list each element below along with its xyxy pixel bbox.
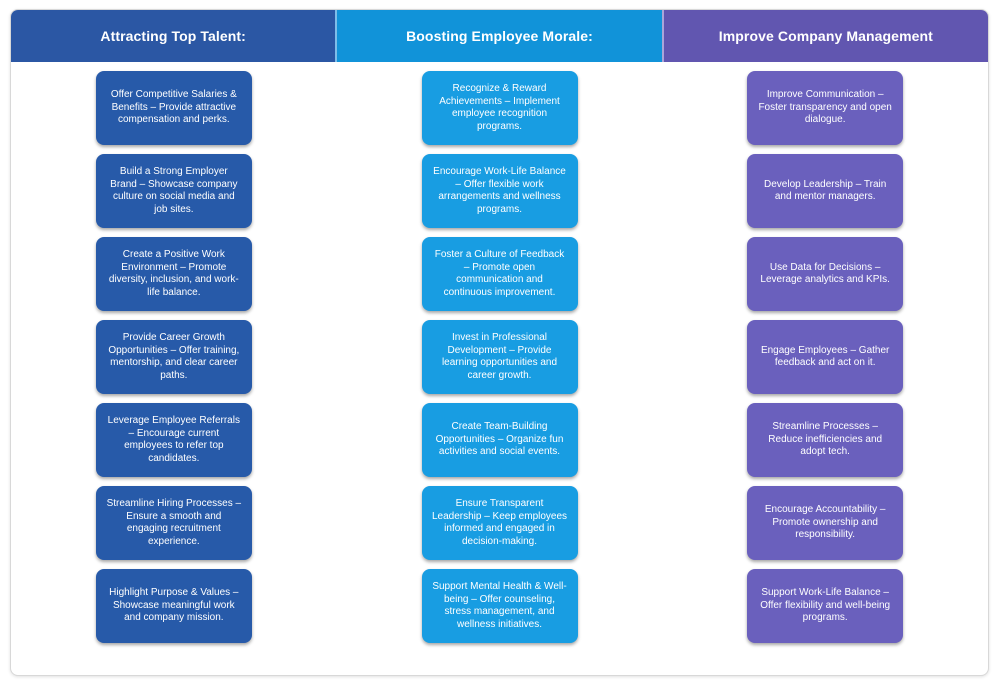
card: Streamline Hiring Processes – Ensure a s…: [95, 486, 252, 560]
card: Support Mental Health & Well-being – Off…: [421, 569, 578, 643]
talent-management-board: Attracting Top Talent: Boosting Employee…: [10, 9, 989, 676]
column-header-attracting-top-talent: Attracting Top Talent:: [11, 10, 336, 62]
card: Leverage Employee Referrals – Encourage …: [95, 403, 252, 477]
column-header-improve-company-management: Improve Company Management: [661, 10, 988, 62]
card: Develop Leadership – Train and mentor ma…: [747, 154, 904, 228]
card: Use Data for Decisions – Leverage analyt…: [747, 237, 904, 311]
card: Improve Communication – Foster transpare…: [747, 71, 904, 145]
card: Invest in Professional Development – Pro…: [421, 320, 578, 394]
card: Create a Positive Work Environment – Pro…: [95, 237, 252, 311]
card: Offer Competitive Salaries & Benefits – …: [95, 71, 252, 145]
card: Ensure Transparent Leadership – Keep emp…: [421, 486, 578, 560]
card: Foster a Culture of Feedback – Promote o…: [421, 237, 578, 311]
card: Engage Employees – Gather feedback and a…: [747, 320, 904, 394]
card: Create Team-Building Opportunities – Org…: [421, 403, 578, 477]
header-row: Attracting Top Talent: Boosting Employee…: [11, 10, 988, 62]
card: Streamline Processes – Reduce inefficien…: [747, 403, 904, 477]
column-boosting-employee-morale: Recognize & Reward Achievements – Implem…: [337, 62, 663, 643]
card: Encourage Accountability – Promote owner…: [747, 486, 904, 560]
column-improve-company-management: Improve Communication – Foster transpare…: [662, 62, 988, 643]
card: Encourage Work-Life Balance – Offer flex…: [421, 154, 578, 228]
card: Provide Career Growth Opportunities – Of…: [95, 320, 252, 394]
card: Support Work-Life Balance – Offer flexib…: [747, 569, 904, 643]
card: Recognize & Reward Achievements – Implem…: [421, 71, 578, 145]
column-attracting-top-talent: Offer Competitive Salaries & Benefits – …: [11, 62, 337, 643]
card: Build a Strong Employer Brand – Showcase…: [95, 154, 252, 228]
card: Highlight Purpose & Values – Showcase me…: [95, 569, 252, 643]
column-header-boosting-employee-morale: Boosting Employee Morale:: [335, 10, 662, 62]
columns-row: Offer Competitive Salaries & Benefits – …: [11, 62, 988, 643]
